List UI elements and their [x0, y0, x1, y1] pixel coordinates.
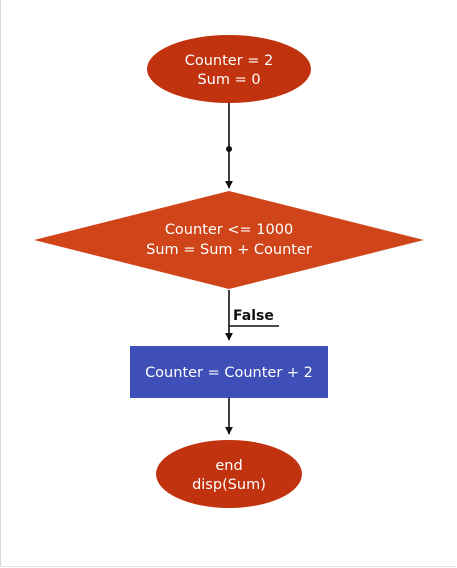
decision-node-line-2: Sum = Sum + Counter	[146, 242, 312, 258]
edge-junction-dot	[226, 146, 232, 152]
process-node-label: Counter = Counter + 2	[145, 365, 313, 381]
end-node-shape	[156, 440, 302, 508]
start-node-shape	[147, 35, 311, 103]
end-node-line-1: end	[215, 458, 242, 474]
edge-condition-to-increment: False	[225, 290, 279, 341]
edge-label-false: False	[233, 308, 274, 324]
edge-init-to-condition	[225, 102, 233, 189]
start-node[interactable]: Counter = 2 Sum = 0	[147, 35, 311, 103]
decision-node-line-1: Counter <= 1000	[165, 222, 293, 238]
start-node-line-1: Counter = 2	[185, 53, 274, 69]
end-node-line-2: disp(Sum)	[192, 477, 266, 493]
start-node-line-2: Sum = 0	[197, 72, 260, 88]
process-node-shape	[130, 346, 328, 398]
end-node[interactable]: end disp(Sum)	[156, 440, 302, 508]
process-node[interactable]: Counter = Counter + 2	[130, 346, 328, 398]
decision-node-shape	[34, 191, 424, 289]
decision-node[interactable]: Counter <= 1000 Sum = Sum + Counter	[34, 191, 424, 289]
